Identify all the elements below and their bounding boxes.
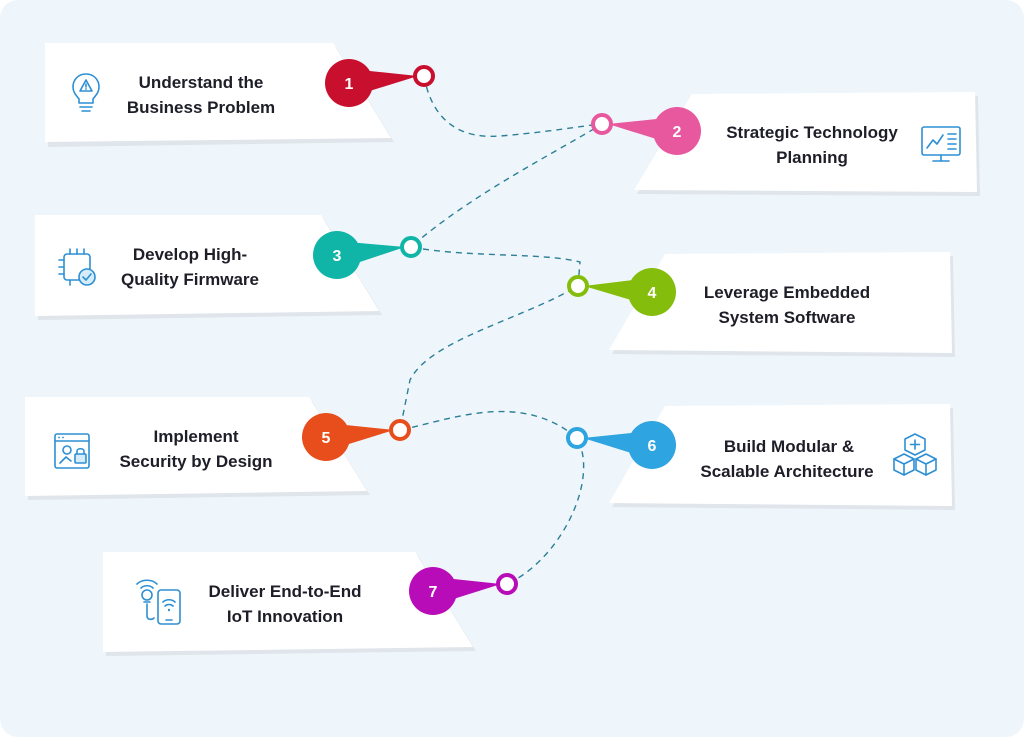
step-title-line1: Deliver End-to-End bbox=[208, 582, 361, 601]
step-marker: 4 bbox=[567, 268, 676, 316]
path-node bbox=[389, 419, 411, 441]
step-card bbox=[35, 215, 379, 316]
step-6: Build Modular & Scalable Architecture 6 bbox=[566, 404, 955, 510]
step-3: Develop High- Quality Firmware 3 bbox=[35, 215, 422, 320]
step-number-badge bbox=[653, 107, 701, 155]
step-number-badge bbox=[302, 413, 350, 461]
step-card bbox=[45, 43, 391, 142]
step-card bbox=[609, 404, 952, 506]
path-node bbox=[566, 427, 588, 449]
step-1: Understand the Business Problem 1 bbox=[45, 43, 435, 147]
path-node bbox=[567, 275, 589, 297]
step-title-line2: Scalable Architecture bbox=[700, 462, 873, 481]
step-title-line1: Develop High- bbox=[133, 245, 247, 264]
path-node bbox=[413, 65, 435, 87]
connector-path bbox=[399, 75, 603, 585]
step-title-line2: Quality Firmware bbox=[121, 270, 259, 289]
step-title-line2: IoT Innovation bbox=[227, 607, 343, 626]
lightbulb-warning-icon bbox=[72, 73, 100, 112]
step-title-line2: Security by Design bbox=[119, 452, 272, 471]
iot-devices-icon bbox=[136, 579, 181, 625]
step-number: 7 bbox=[429, 584, 438, 601]
step-title-line1: Build Modular & bbox=[724, 437, 854, 456]
step-number: 2 bbox=[673, 124, 682, 141]
step-title-line1: Strategic Technology bbox=[726, 123, 898, 142]
chip-check-icon bbox=[58, 248, 96, 286]
step-title-line2: System Software bbox=[719, 308, 856, 327]
step-title-line1: Understand the bbox=[139, 73, 264, 92]
step-number: 4 bbox=[648, 285, 657, 302]
step-title-line2: Business Problem bbox=[127, 98, 275, 117]
step-number-badge bbox=[628, 421, 676, 469]
step-marker: 3 bbox=[313, 231, 422, 279]
step-number-badge bbox=[313, 231, 361, 279]
step-number-badge bbox=[628, 268, 676, 316]
path-node bbox=[496, 573, 518, 595]
step-marker: 7 bbox=[409, 567, 518, 615]
step-7: Deliver End-to-End IoT Innovation 7 bbox=[103, 552, 518, 656]
step-title-line1: Leverage Embedded bbox=[704, 283, 870, 302]
path-node bbox=[591, 113, 613, 135]
step-card bbox=[609, 252, 952, 353]
step-number: 6 bbox=[648, 438, 657, 455]
step-number: 5 bbox=[322, 430, 331, 447]
modular-cubes-icon bbox=[893, 433, 937, 476]
step-title-line2: Planning bbox=[776, 148, 848, 167]
step-2: Strategic Technology Planning 2 bbox=[591, 92, 980, 196]
step-title-line1: Implement bbox=[153, 427, 238, 446]
strategy-board-icon bbox=[921, 126, 961, 162]
step-number-badge bbox=[409, 567, 457, 615]
step-marker: 5 bbox=[302, 413, 411, 461]
step-number-badge bbox=[325, 59, 373, 107]
path-node bbox=[400, 236, 422, 258]
step-4: Leverage Embedded System Software 4 bbox=[567, 252, 955, 357]
step-marker: 6 bbox=[566, 421, 676, 469]
step-number: 1 bbox=[345, 76, 354, 93]
step-marker: 1 bbox=[325, 59, 435, 107]
step-card bbox=[25, 397, 367, 496]
step-number: 3 bbox=[333, 248, 342, 265]
secure-design-icon bbox=[54, 433, 90, 469]
step-5: Implement Security by Design 5 bbox=[25, 397, 411, 500]
step-card bbox=[634, 92, 977, 192]
step-card bbox=[103, 552, 473, 652]
step-marker: 2 bbox=[591, 107, 701, 155]
